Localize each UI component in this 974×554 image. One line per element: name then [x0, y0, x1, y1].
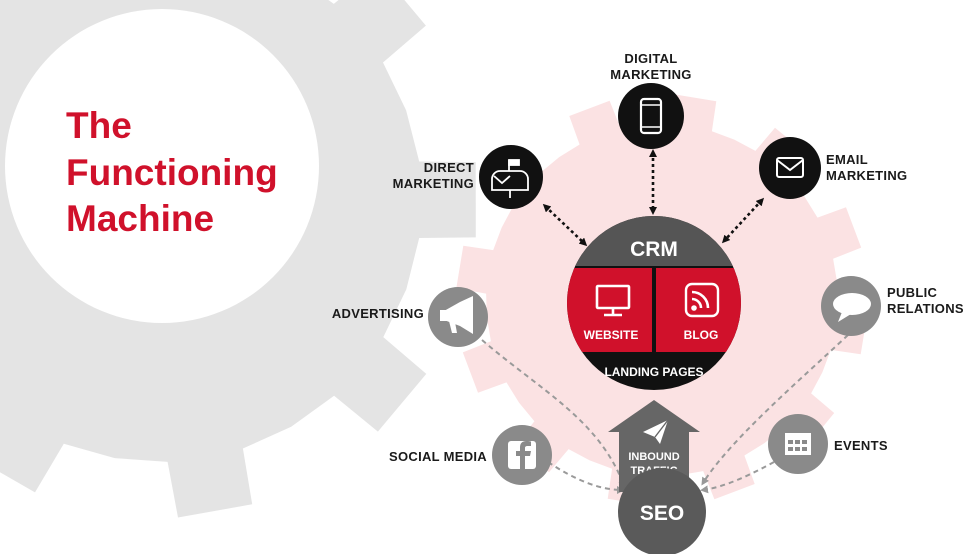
email-marketing-line-1: EMAIL: [826, 152, 868, 167]
calendar-icon: [785, 433, 811, 455]
public-relations-line-2: RELATIONS: [887, 301, 964, 316]
speech-bubble-icon: [833, 293, 871, 322]
crm-label: CRM: [630, 238, 678, 261]
arrow-advertising: [481, 339, 627, 489]
advertising-label: ADVERTISING: [332, 306, 424, 321]
title-circle: [5, 9, 319, 323]
website-label: WEBSITE: [584, 328, 639, 342]
monitor-icon: [595, 284, 631, 317]
arrow-pr: [701, 334, 849, 486]
direct-marketing-line-2: MARKETING: [393, 176, 474, 191]
events-label: EVENTS: [834, 438, 888, 453]
website-panel: [567, 268, 652, 352]
mailbox-icon: [491, 159, 529, 198]
direct-marketing-line-1: DIRECT: [424, 160, 474, 175]
seo-label: SEO: [640, 502, 684, 525]
email-marketing-line-2: MARKETING: [826, 168, 907, 183]
rss-icon: [684, 282, 720, 318]
smartphone-icon: [639, 97, 663, 135]
paper-plane-icon: [643, 419, 669, 444]
digital-marketing-line-2: MARKETING: [610, 67, 691, 82]
title-line-2: Functioning: [66, 152, 278, 193]
envelope-icon: [776, 157, 804, 178]
title-line-3: Machine: [66, 198, 214, 239]
outbound-arrows: [542, 149, 765, 247]
public-relations-line-1: PUBLIC: [887, 285, 937, 300]
page-title: The Functioning Machine: [66, 105, 278, 239]
digital-marketing-line-1: DIGITAL: [624, 51, 677, 66]
arrow-social: [547, 461, 625, 494]
blog-label: BLOG: [684, 328, 719, 342]
title-line-1: The: [66, 105, 132, 146]
megaphone-icon: [440, 296, 473, 334]
social-media-label: SOCIAL MEDIA: [389, 449, 487, 464]
inbound-arrows: [481, 334, 849, 494]
events-node: EVENTS: [768, 414, 888, 474]
blog-panel: [656, 268, 741, 352]
social-media-node: SOCIAL MEDIA: [389, 425, 552, 485]
email-marketing-node: EMAIL MARKETING: [759, 137, 907, 199]
arrow-events: [700, 461, 775, 494]
seo-node: SEO: [618, 468, 706, 554]
landing-pages-label: LANDING PAGES: [604, 365, 703, 379]
facebook-icon: [508, 441, 536, 469]
digital-marketing-node: DIGITAL MARKETING: [610, 51, 691, 149]
advertising-node: ADVERTISING: [332, 287, 488, 347]
public-relations-node: PUBLIC RELATIONS: [821, 276, 964, 336]
inbound-traffic-line-1: INBOUND: [628, 451, 679, 463]
direct-marketing-node: DIRECT MARKETING: [393, 145, 543, 209]
